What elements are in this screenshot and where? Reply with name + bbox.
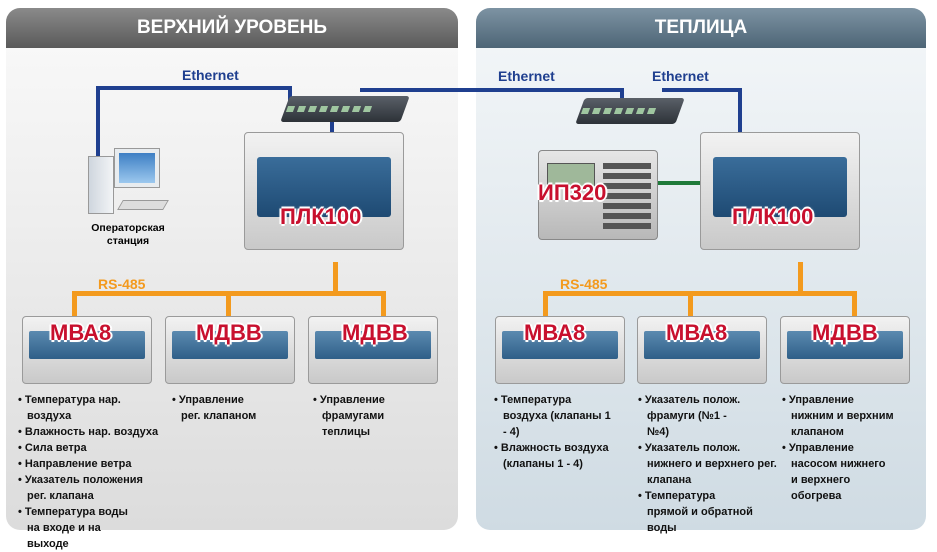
upper-level-title: ВЕРХНИЙ УРОВЕНЬ: [6, 8, 458, 48]
rs485-line: [688, 291, 693, 317]
ethernet-label: Ethernet: [182, 67, 239, 83]
module-device: [780, 316, 910, 384]
ethernet-line: [288, 86, 292, 102]
list-item: Влажность нар. воздуха: [18, 424, 168, 440]
caption-line: Операторская: [91, 222, 165, 234]
ethernet-label: Ethernet: [652, 68, 709, 84]
plc-label: ПЛК100: [280, 204, 362, 229]
list-item: Температура прямой и обратной воды: [638, 488, 753, 536]
rs485-line: [798, 262, 803, 294]
list-item: Указатель полож. нижнего и верхнего рег.…: [638, 440, 778, 488]
ethernet-line: [360, 88, 624, 92]
list-item: Указатель полож. фрамуги (№1 - №4): [638, 392, 748, 440]
rs485-line: [852, 291, 857, 317]
operator-station-icon: [88, 148, 169, 218]
panel-link-line: [656, 181, 708, 185]
list-item: Управление нижним и верхним клапаном: [782, 392, 897, 440]
module-label: МДВВ: [196, 320, 262, 345]
rs485-line: [543, 291, 857, 296]
ethernet-line: [96, 86, 100, 156]
module-device: [308, 316, 438, 384]
ethernet-switch: [575, 98, 685, 124]
rs485-line: [226, 291, 231, 317]
panel-label: ИП320: [538, 180, 607, 205]
module-signal-list: Температура воздуха (клапаны 1 - 4) Влаж…: [494, 392, 614, 472]
module-device: [637, 316, 767, 384]
rs485-line: [381, 291, 386, 317]
ethernet-line: [662, 88, 742, 92]
list-item: Указатель положения рег. клапана: [18, 472, 143, 504]
rs485-line: [72, 291, 77, 317]
ethernet-switch: [280, 96, 410, 122]
rs485-label: RS-485: [98, 276, 146, 292]
module-label: МВА8: [50, 320, 112, 345]
module-label: МДВВ: [342, 320, 408, 345]
list-item: Управление насосом нижнего и верхнего об…: [782, 440, 894, 504]
module-signal-list: Управление рег. клапаном: [172, 392, 262, 424]
plc-label: ПЛК100: [732, 204, 814, 229]
ethernet-line: [330, 112, 334, 134]
plc100-device: [700, 132, 860, 250]
module-device: [495, 316, 625, 384]
list-item: Направление ветра: [18, 456, 168, 472]
ethernet-line: [738, 88, 742, 133]
module-device: [22, 316, 152, 384]
ethernet-line: [96, 86, 292, 90]
rs485-line: [333, 262, 338, 294]
list-item: Управление фрамугами теплицы: [313, 392, 413, 440]
list-item: Управление рег. клапаном: [172, 392, 262, 424]
module-label: МВА8: [524, 320, 586, 345]
module-signal-list: Управление нижним и верхним клапаном Упр…: [782, 392, 902, 504]
caption-line: станция: [106, 235, 150, 247]
ethernet-label: Ethernet: [498, 68, 555, 84]
list-item: Температура нар. воздуха: [18, 392, 168, 424]
ethernet-line: [620, 88, 624, 102]
module-label: МВА8: [666, 320, 728, 345]
list-item: Сила ветра: [18, 440, 168, 456]
list-item: Влажность воздуха (клапаны 1 - 4): [494, 440, 614, 472]
module-label: МДВВ: [812, 320, 878, 345]
module-signal-list: Управление фрамугами теплицы: [313, 392, 433, 440]
list-item: Температура воды на входе и на выходе: [18, 504, 143, 552]
ip320-panel-device: [538, 150, 658, 240]
module-device: [165, 316, 295, 384]
module-signal-list: Температура нар. воздуха Влажность нар. …: [18, 392, 168, 552]
module-signal-list: Указатель полож. фрамуги (№1 - №4) Указа…: [638, 392, 778, 536]
plc100-device: [244, 132, 404, 250]
rs485-label: RS-485: [560, 276, 608, 292]
rs485-line: [543, 291, 548, 317]
list-item: Температура воздуха (клапаны 1 - 4): [494, 392, 614, 440]
greenhouse-title: ТЕПЛИЦА: [476, 8, 926, 48]
